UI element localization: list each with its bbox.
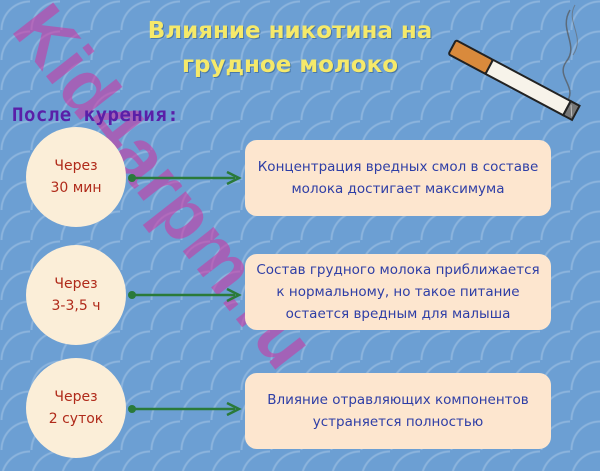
arrow-right-icon bbox=[128, 402, 242, 416]
info-text-line: Влияние отравляющих компонентов bbox=[267, 392, 529, 408]
info-box-1: Концентрация вредных смол в составе моло… bbox=[245, 140, 551, 216]
info-text-line: устраняется полностью bbox=[312, 414, 484, 430]
info-text-line: остается вредным для малыша bbox=[285, 306, 511, 322]
info-text-line: молока достигает максимума bbox=[291, 181, 505, 197]
title-line-2: грудное молоко bbox=[181, 52, 398, 78]
time-label: Через bbox=[54, 276, 98, 292]
time-value: 30 мин bbox=[50, 180, 102, 196]
time-label: Через bbox=[54, 158, 98, 174]
title-line-1: Влияние никотина на bbox=[147, 18, 433, 44]
info-text-line: Концентрация вредных смол в составе bbox=[257, 159, 539, 175]
arrow-right-icon bbox=[128, 288, 242, 302]
page-title: Влияние никотина на грудное молоко bbox=[110, 14, 470, 82]
time-circle-2: Через 3-3,5 ч bbox=[26, 245, 126, 345]
info-box-3: Влияние отравляющих компонентов устраняе… bbox=[245, 373, 551, 449]
time-value: 3-3,5 ч bbox=[51, 298, 101, 314]
time-circle-1: Через 30 мин bbox=[26, 127, 126, 227]
arrow-right-icon bbox=[128, 171, 242, 185]
cigarette-icon bbox=[448, 4, 581, 122]
subtitle: После курения: bbox=[12, 104, 180, 126]
time-value: 2 суток bbox=[48, 411, 104, 427]
time-label: Через bbox=[54, 389, 98, 405]
time-circle-3: Через 2 суток bbox=[26, 358, 126, 458]
info-text-line: Состав грудного молока приближается bbox=[256, 262, 540, 278]
info-text-line: к нормальному, но такое питание bbox=[276, 284, 520, 300]
info-box-2: Состав грудного молока приближается к но… bbox=[245, 254, 551, 330]
